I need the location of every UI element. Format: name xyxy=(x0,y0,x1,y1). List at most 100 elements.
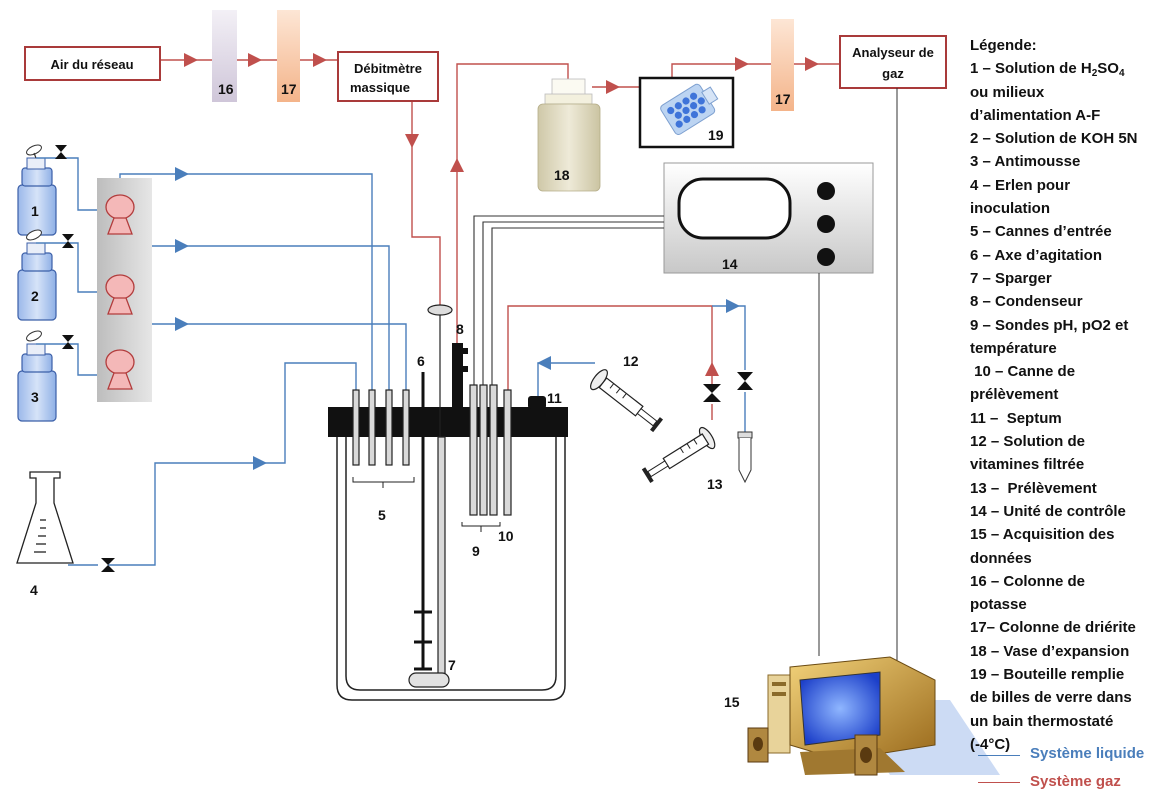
cold-bath xyxy=(638,76,735,149)
pump-3 xyxy=(105,349,135,390)
bottle-2 xyxy=(17,229,68,321)
probe-cables xyxy=(473,215,664,392)
air-source-label: Air du réseau xyxy=(50,57,133,72)
sparger xyxy=(408,436,450,688)
label-9: 9 xyxy=(472,543,480,559)
legend-item-5: 5 – Cannes d’entrée xyxy=(970,223,1112,241)
gas-system-swatch xyxy=(978,782,1020,783)
gas-arrows xyxy=(184,53,819,376)
legend: Légende: 1 – Solution de H2SO4 ou milieu… xyxy=(970,34,1165,756)
label-17b: 17 xyxy=(775,91,791,107)
valve-sample xyxy=(737,372,753,381)
feed-bottles xyxy=(17,144,68,422)
label-13: 13 xyxy=(707,476,723,492)
condenser xyxy=(452,343,468,407)
pump-2 xyxy=(105,274,135,315)
legend-item-6: 6 – Axe d’agitation xyxy=(970,246,1102,264)
gas-lines xyxy=(160,59,840,420)
liquid-arrows xyxy=(175,167,740,470)
legend-item-4-cont: inoculation xyxy=(970,200,1050,218)
legend-item-9-cont: température xyxy=(970,339,1057,357)
valve-13 xyxy=(703,384,721,393)
sample-tube xyxy=(737,431,753,484)
mass-flowmeter-box xyxy=(337,51,439,102)
label-7: 7 xyxy=(448,657,456,673)
gas-analyzer-label-2: gaz xyxy=(882,66,904,81)
legend-item-7: 7 – Sparger xyxy=(970,269,1052,287)
legend-item-14: 14 – Unité de contrôle xyxy=(970,502,1126,520)
legend-item-2: 2 – Solution de KOH 5N xyxy=(970,130,1138,148)
label-16: 16 xyxy=(218,81,234,97)
legend-item-19-cont: de billes de verre dans xyxy=(970,689,1132,707)
mass-flowmeter-label-1: Débitmètre xyxy=(354,61,422,76)
septum xyxy=(528,396,546,409)
label-4: 4 xyxy=(30,582,38,598)
legend-item-13: 13 – Prélèvement xyxy=(970,479,1097,497)
label-5: 5 xyxy=(378,507,386,523)
label-6: 6 xyxy=(417,353,425,369)
valves xyxy=(55,145,753,572)
bracket-9 xyxy=(461,522,501,532)
pump-1 xyxy=(105,194,135,235)
gas-analyzer-label-1: Analyseur de xyxy=(852,45,934,60)
label-10: 10 xyxy=(498,528,514,544)
label-17a: 17 xyxy=(281,81,297,97)
label-14: 14 xyxy=(722,256,738,272)
legend-item-16-cont: potasse xyxy=(970,596,1027,614)
control-unit xyxy=(663,162,874,274)
label-3: 3 xyxy=(31,389,39,405)
valve-2 xyxy=(62,234,74,241)
erlenmeyer-flask xyxy=(16,471,74,564)
legend-item-12-cont: vitamines filtrée xyxy=(970,456,1085,474)
legend-item-19: 19 – Bouteille remplie xyxy=(970,666,1125,684)
legend-item-10: 10 – Canne de xyxy=(970,363,1076,381)
drierite-column-2 xyxy=(771,19,794,111)
legend-item-1: 1 – Solution de H2SO4 xyxy=(970,60,1125,80)
agitation-shaft xyxy=(414,372,432,671)
bottle-3 xyxy=(17,330,68,422)
legend-item-3: 3 – Antimousse xyxy=(970,153,1081,171)
liquid-system-label: Système liquide xyxy=(1030,745,1145,762)
legend-item-1-cont2: d’alimentation A-F xyxy=(970,106,1101,124)
legend-item-18: 18 – Vase d’expansion xyxy=(970,642,1130,660)
valve-3 xyxy=(62,335,74,342)
valve-4 xyxy=(101,558,115,565)
gas-analyzer-box xyxy=(839,35,947,89)
component-numbers: 1 2 3 4 5 6 7 8 9 10 11 12 13 14 15 16 1… xyxy=(30,81,791,710)
vitamin-syringe xyxy=(590,369,664,433)
bracket-5 xyxy=(352,477,415,488)
legend-item-17: 17– Colonne de driérite xyxy=(970,619,1136,637)
liquid-system-swatch xyxy=(978,755,1020,756)
inlet-cannulas xyxy=(352,389,410,466)
pumps xyxy=(105,194,135,390)
legend-item-16: 16 – Colonne de xyxy=(970,572,1086,590)
legend-item-11: 11 – Septum xyxy=(970,409,1062,427)
legend-item-19-cont3: (-4°C) xyxy=(970,735,1011,753)
potash-column xyxy=(212,10,237,102)
legend-item-19-cont2: un bain thermostaté xyxy=(970,712,1114,730)
legend-item-9: 9 – Sondes pH, pO2 et xyxy=(970,316,1129,334)
label-1: 1 xyxy=(31,203,39,219)
air-filter xyxy=(427,304,453,316)
label-12: 12 xyxy=(623,353,639,369)
valve-1 xyxy=(55,145,67,152)
legend-item-12: 12 – Solution de xyxy=(970,433,1086,451)
label-19: 19 xyxy=(708,127,724,143)
label-15: 15 xyxy=(724,694,740,710)
label-2: 2 xyxy=(31,288,39,304)
computer xyxy=(747,656,1000,776)
drierite-column-1 xyxy=(277,10,300,102)
legend-item-15-cont: données xyxy=(970,549,1032,567)
legend-item-8: 8 – Condenseur xyxy=(970,293,1083,311)
probes xyxy=(469,384,498,516)
legend-title: Légende: xyxy=(970,37,1037,54)
expansion-vessel xyxy=(537,78,601,192)
legend-item-10-cont: prélèvement xyxy=(970,386,1059,404)
sampling-cannula xyxy=(503,389,512,516)
mass-flowmeter-label-2: massique xyxy=(350,80,410,95)
label-11: 11 xyxy=(547,390,562,406)
legend-item-1-cont: ou milieux xyxy=(970,83,1045,101)
legend-item-4: 4 – Erlen pour xyxy=(970,176,1071,194)
label-8: 8 xyxy=(456,321,464,337)
